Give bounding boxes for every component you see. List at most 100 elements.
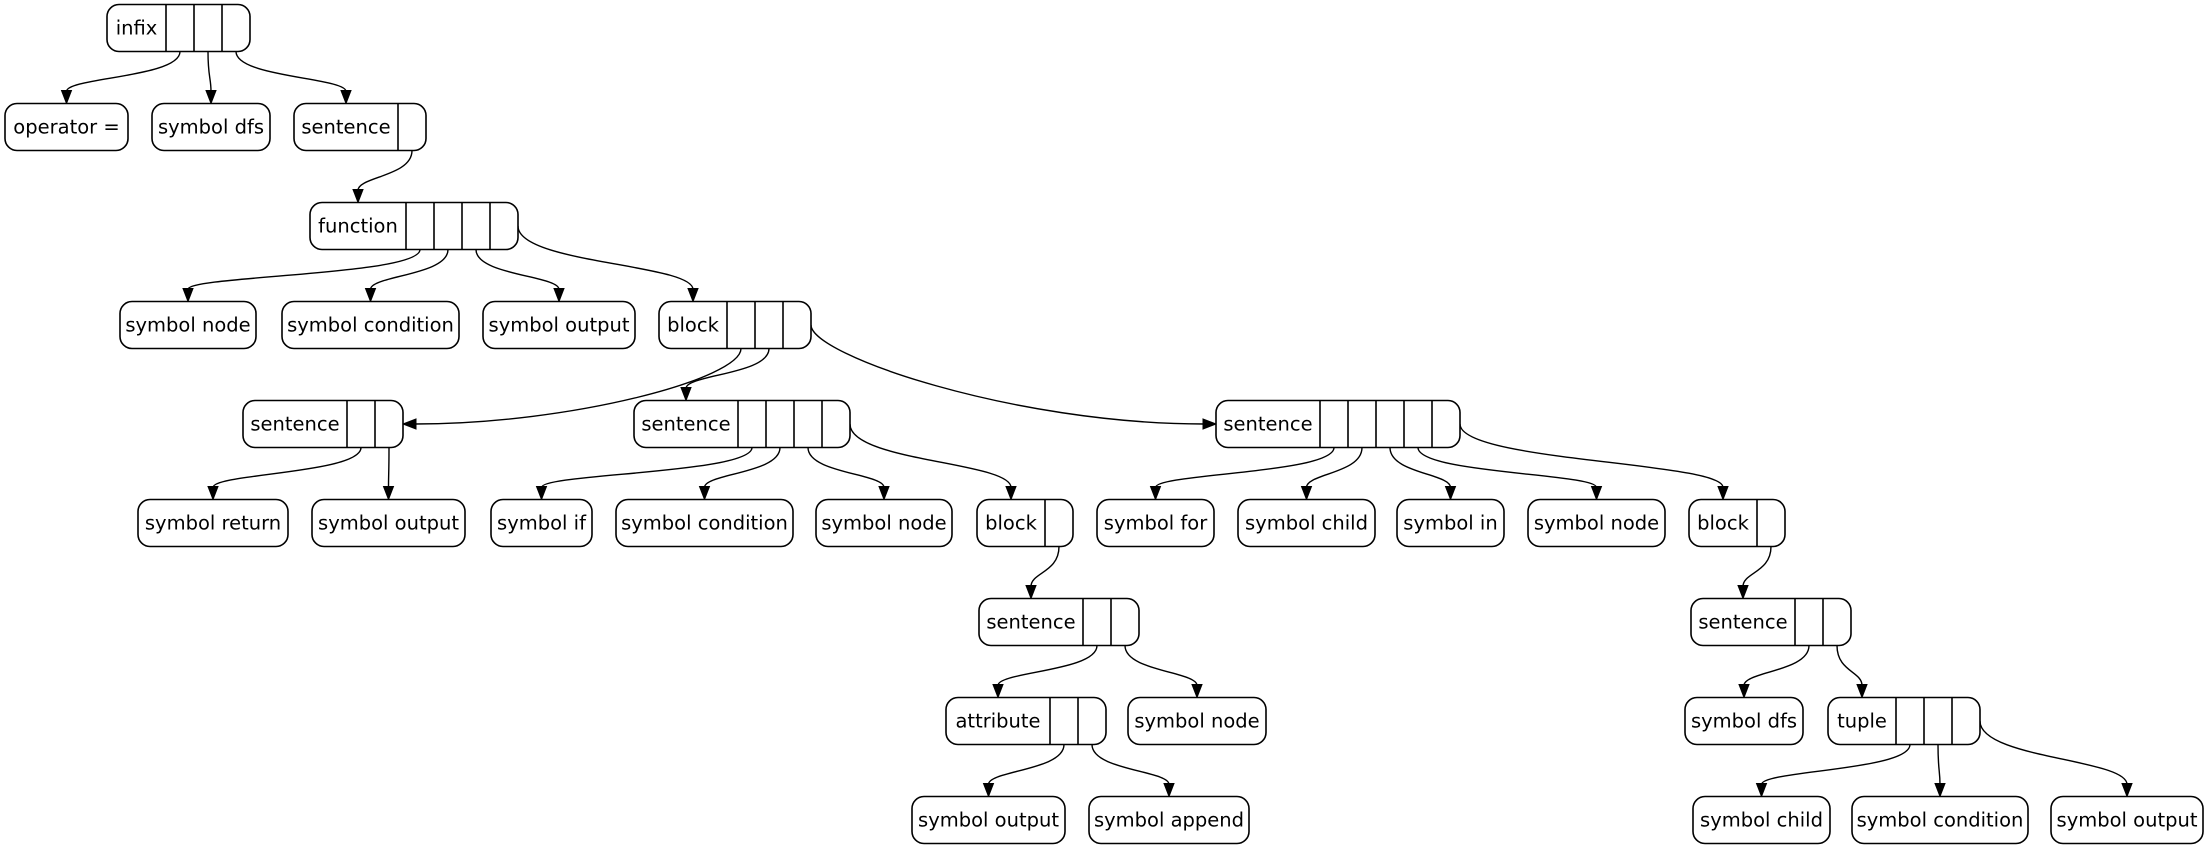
tree-node: symbol node — [1527, 498, 1666, 548]
tree-edge — [1417, 447, 1598, 489]
tree-edge — [187, 249, 421, 291]
tree-edge — [1389, 447, 1452, 488]
node-box — [1684, 696, 1804, 746]
node-label: sentence — [1223, 413, 1312, 436]
node-box — [137, 498, 289, 548]
node-box — [1396, 498, 1505, 548]
tree-node: symbol append — [1088, 795, 1250, 845]
arrowhead — [1737, 585, 1749, 600]
arrowhead — [1934, 783, 1946, 798]
node-label: symbol child — [1700, 809, 1823, 832]
tree-edge — [810, 324, 1205, 425]
tree-edge — [1743, 645, 1810, 686]
tree-edge — [1154, 447, 1335, 489]
tree-node: function — [309, 201, 519, 251]
tree-edge — [517, 225, 694, 290]
node-label: symbol node — [1134, 710, 1259, 733]
edges — [60, 51, 2133, 798]
node-box — [1088, 795, 1250, 845]
node-label: symbol condition — [287, 314, 454, 337]
node-label: attribute — [955, 710, 1040, 733]
arrowhead — [1856, 684, 1868, 699]
node-label: symbol return — [145, 512, 281, 535]
tree-edge — [414, 348, 742, 425]
node-label: function — [318, 215, 398, 238]
node-label: sentence — [250, 413, 339, 436]
tree-edge — [207, 51, 212, 92]
arrowhead — [1025, 585, 1037, 600]
node-box — [281, 300, 460, 350]
tree-edge — [1760, 744, 1911, 786]
node-label: symbol if — [497, 512, 587, 535]
tree-edge — [357, 150, 413, 191]
node-box — [633, 399, 851, 449]
tree-node: symbol child — [1692, 795, 1831, 845]
arrowhead — [382, 486, 395, 501]
arrowhead — [680, 387, 692, 402]
node-label: symbol output — [2057, 809, 2198, 832]
tree-edge — [235, 51, 347, 92]
tree-node: tuple — [1827, 696, 1981, 746]
tree-edge — [475, 249, 560, 290]
node-label: operator = — [13, 116, 119, 139]
node-box — [490, 498, 593, 548]
node-label: tuple — [1837, 710, 1887, 733]
tree-node: operator = — [4, 102, 129, 152]
tree-edge — [1124, 645, 1198, 686]
tree-node: sentence — [1215, 399, 1461, 449]
tree-node: symbol output — [311, 498, 466, 548]
nodes: infix operator = symbol dfs sentence functio… — [4, 3, 2204, 845]
node-box — [1127, 696, 1267, 746]
tree-node: block — [658, 300, 812, 350]
node-box — [242, 399, 404, 449]
node-box — [1527, 498, 1666, 548]
node-box — [311, 498, 466, 548]
tree-edge — [212, 447, 362, 489]
node-label: symbol output — [918, 809, 1059, 832]
node-label: block — [985, 512, 1037, 535]
tree-node: sentence — [242, 399, 404, 449]
tree-node: symbol condition — [281, 300, 460, 350]
node-label: symbol condition — [1857, 809, 2024, 832]
tree-node: symbol condition — [615, 498, 794, 548]
tree-edge — [1030, 546, 1060, 587]
tree-edge — [1836, 645, 1863, 686]
tree-node: infix — [106, 3, 251, 53]
node-box — [978, 597, 1140, 647]
tree-node: sentence — [978, 597, 1140, 647]
node-box — [1215, 399, 1461, 449]
node-box — [151, 102, 271, 152]
tree-node: symbol output — [2050, 795, 2204, 845]
node-label: symbol condition — [621, 512, 788, 535]
arrowhead — [1149, 486, 1162, 501]
node-label: sentence — [986, 611, 1075, 634]
arrowhead — [364, 288, 377, 303]
node-box — [106, 3, 251, 53]
tree-node: symbol node — [119, 300, 257, 350]
node-box — [119, 300, 257, 350]
tree-node: symbol dfs — [1684, 696, 1804, 746]
tree-edge — [1979, 720, 2128, 785]
arrowhead — [1444, 486, 1457, 501]
tree-edge — [540, 447, 753, 489]
node-label: symbol in — [1403, 512, 1497, 535]
arrowhead — [553, 288, 565, 303]
node-box — [1827, 696, 1981, 746]
tree-node: block — [1688, 498, 1786, 548]
node-label: symbol output — [318, 512, 459, 535]
tree-edge — [1742, 546, 1772, 587]
node-box — [1851, 795, 2029, 845]
arrowhead — [1202, 418, 1218, 430]
node-label: symbol node — [1534, 512, 1659, 535]
node-box — [1096, 498, 1215, 548]
node-label: sentence — [301, 116, 390, 139]
node-box — [2050, 795, 2204, 845]
node-label: sentence — [641, 413, 730, 436]
arrowhead — [205, 90, 217, 105]
tree-edge — [65, 51, 181, 92]
tree-node: symbol if — [490, 498, 593, 548]
node-label: symbol for — [1104, 512, 1208, 535]
node-label: symbol node — [821, 512, 946, 535]
node-box — [1688, 498, 1786, 548]
